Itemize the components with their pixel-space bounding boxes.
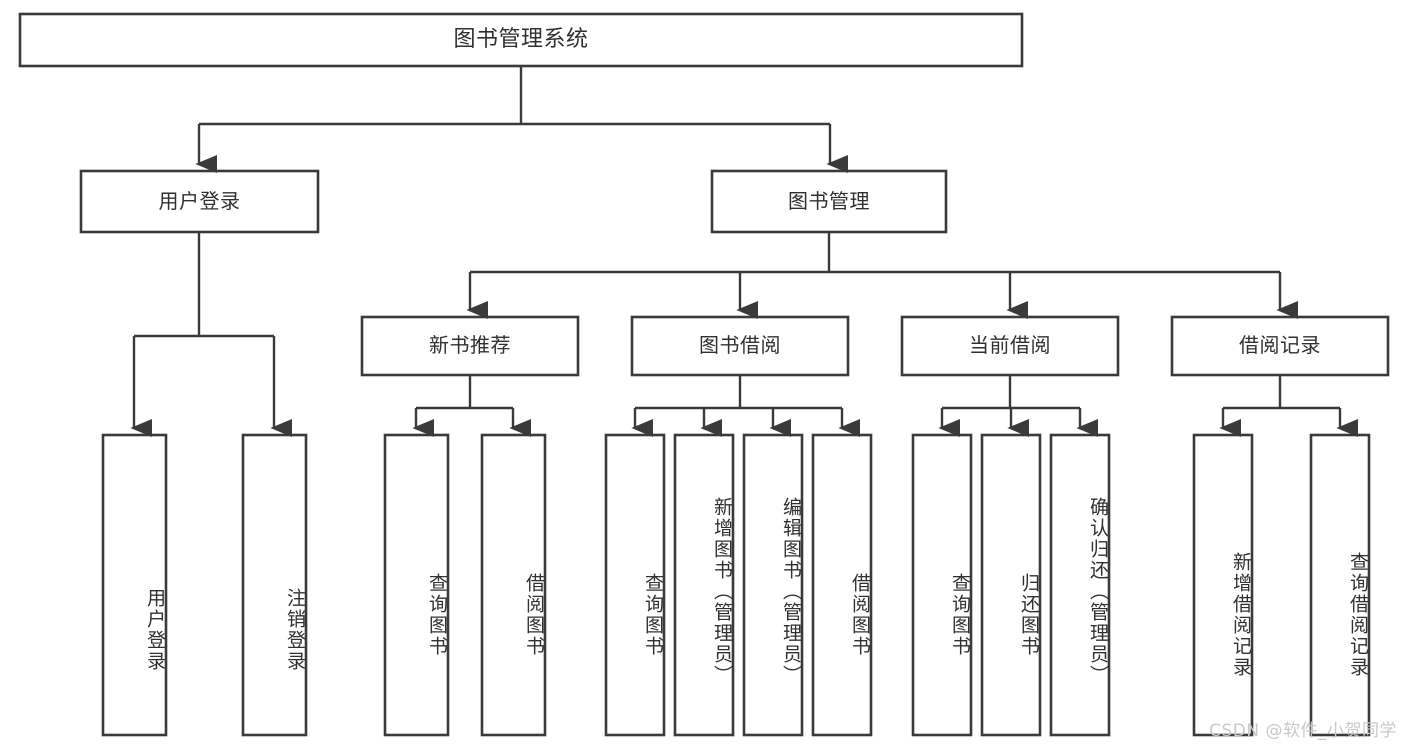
- node-book-manage[interactable]: [710, 169, 948, 234]
- leaf-book-borrow-0[interactable]: [604, 433, 666, 737]
- leaf-book-borrow-2[interactable]: [742, 433, 804, 737]
- leaf-new-book-0[interactable]: [383, 433, 450, 737]
- node-borrow-record[interactable]: [1170, 315, 1390, 377]
- leaf-current-borrow-0[interactable]: [911, 433, 973, 737]
- node-user-login[interactable]: [79, 169, 320, 234]
- node-book-borrow[interactable]: [630, 315, 850, 377]
- node-root[interactable]: [18, 12, 1024, 68]
- leaf-user-login-1[interactable]: [241, 433, 308, 737]
- leaf-borrow-record-1[interactable]: [1309, 433, 1371, 737]
- leaf-current-borrow-1[interactable]: [980, 433, 1042, 737]
- leaf-borrow-record-0[interactable]: [1192, 433, 1254, 737]
- node-new-book-recommend[interactable]: [360, 315, 580, 377]
- leaf-book-borrow-1[interactable]: [673, 433, 735, 737]
- watermark-text: CSDN @软件_小贺同学: [1209, 721, 1397, 741]
- node-current-borrow[interactable]: [900, 315, 1120, 377]
- leaf-current-borrow-2[interactable]: [1049, 433, 1111, 737]
- leaf-user-login-0[interactable]: [101, 433, 168, 737]
- leaf-book-borrow-3[interactable]: [811, 433, 873, 737]
- leaf-new-book-1[interactable]: [480, 433, 547, 737]
